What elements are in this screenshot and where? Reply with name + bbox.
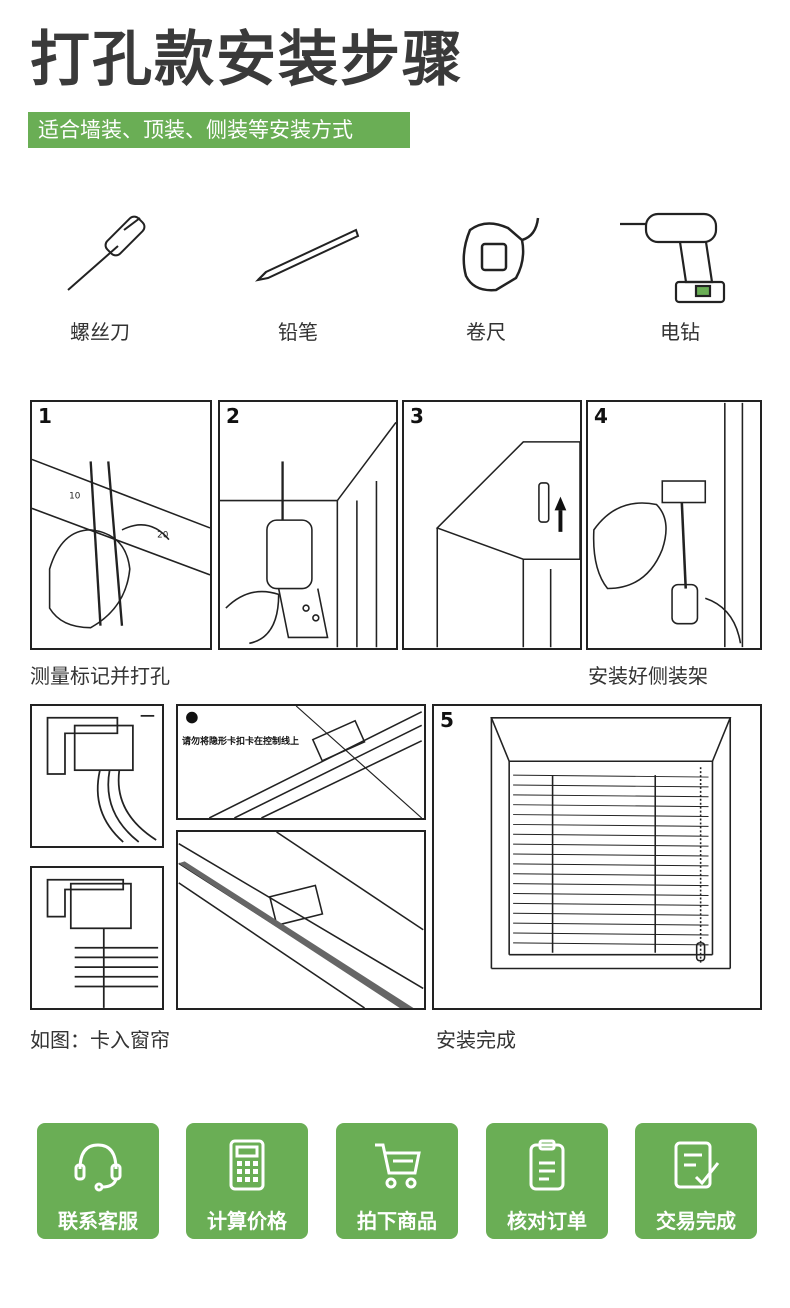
tool-label-screwdriver: 螺丝刀: [70, 320, 130, 344]
caption-clip: 如图：卡入窗帘: [30, 1028, 170, 1052]
blind-slat: [513, 833, 709, 837]
headset-icon: [74, 1143, 122, 1192]
tool-tape-measure: 卷尺: [406, 190, 566, 360]
blind-slat: [513, 863, 709, 867]
rail-panel: [176, 830, 426, 1010]
blind-slat: [513, 893, 709, 896]
drilling-illustration: [220, 421, 396, 648]
step-4-panel: 4: [586, 400, 762, 650]
screwdriver-icon: [67, 215, 146, 291]
blind-slat: [513, 843, 709, 847]
ruler-label-20: 20: [157, 531, 169, 541]
blind-slat: [513, 823, 709, 827]
service-calc[interactable]: 计算价格: [186, 1123, 308, 1239]
measure-illustration: 10 20: [32, 458, 210, 629]
step-3-panel: 3: [402, 400, 582, 650]
tool-pencil: 铅笔: [218, 190, 378, 360]
anchor-illustration: [435, 441, 580, 648]
service-label: 交易完成: [656, 1209, 736, 1233]
caption-measure: 测量标记并打孔: [30, 664, 170, 688]
blind-slat: [513, 873, 709, 877]
blind-slat: [513, 814, 709, 818]
calculator-icon: [229, 1139, 265, 1191]
page-title: 打孔款安装步骤: [30, 25, 464, 95]
clip-installed-illustration: [46, 878, 159, 1008]
ruler-label-10: 10: [69, 492, 81, 502]
step-number: 4: [594, 404, 608, 428]
caption-bracket: 安装好侧装架: [588, 664, 708, 688]
subtitle-banner: 适合墙装、顶装、侧装等安装方式: [28, 112, 410, 148]
service-label: 计算价格: [207, 1209, 287, 1233]
finished-blind-illustration: [490, 717, 732, 970]
blind-slat: [513, 902, 709, 906]
notice-panel: 请勿将隐形卡扣卡在控制线上: [176, 704, 426, 820]
step-number: 3: [410, 404, 424, 428]
service-check[interactable]: 核对订单: [486, 1123, 608, 1239]
blind-slat: [513, 853, 709, 857]
tool-screwdriver: 螺丝刀: [20, 190, 180, 360]
blind-slat: [513, 912, 709, 916]
service-complete[interactable]: 交易完成: [635, 1123, 757, 1239]
service-contact[interactable]: 联系客服: [37, 1123, 159, 1239]
step-5-panel: 5: [432, 704, 762, 1010]
power-drill-icon: [620, 212, 726, 304]
step-2-panel: 2: [218, 400, 398, 650]
tape-measure-icon: [462, 217, 540, 292]
blind-slat: [513, 883, 709, 887]
blind-slat: [513, 784, 709, 788]
step-number: 1: [38, 404, 52, 428]
checklist-icon: [674, 1141, 720, 1189]
blind-slat: [513, 774, 709, 778]
clip-closeup-illustration: [46, 714, 157, 843]
service-order[interactable]: 拍下商品: [336, 1123, 458, 1239]
blind-slat: [513, 942, 709, 946]
notice-text: 请勿将隐形卡扣卡在控制线上: [182, 737, 300, 747]
clipboard-icon: [529, 1139, 565, 1191]
tool-label-pencil: 铅笔: [278, 320, 318, 344]
rail-notice-illustration: [186, 706, 423, 818]
blind-slat: [513, 932, 709, 936]
blind-slat: [513, 922, 709, 926]
tool-label-tape-measure: 卷尺: [466, 320, 506, 344]
tool-power-drill: 电钻: [600, 190, 760, 360]
blind-slat: [513, 804, 709, 808]
shopping-cart-icon: [375, 1143, 421, 1189]
pencil-icon: [254, 228, 360, 282]
blind-slat: [513, 794, 709, 798]
clip-detail-b: [30, 866, 164, 1010]
clip-detail-a: [30, 704, 164, 848]
step-number: 5: [440, 708, 454, 732]
caption-done: 安装完成: [436, 1028, 516, 1052]
service-label: 联系客服: [58, 1209, 138, 1233]
step-1-panel: 10 20 1: [30, 400, 212, 650]
side-bracket-illustration: [592, 402, 744, 648]
service-label: 拍下商品: [357, 1209, 437, 1233]
rail-closeup-illustration: [178, 832, 424, 1008]
step-number: 2: [226, 404, 240, 428]
service-label: 核对订单: [507, 1209, 587, 1233]
tool-label-power-drill: 电钻: [660, 320, 700, 344]
